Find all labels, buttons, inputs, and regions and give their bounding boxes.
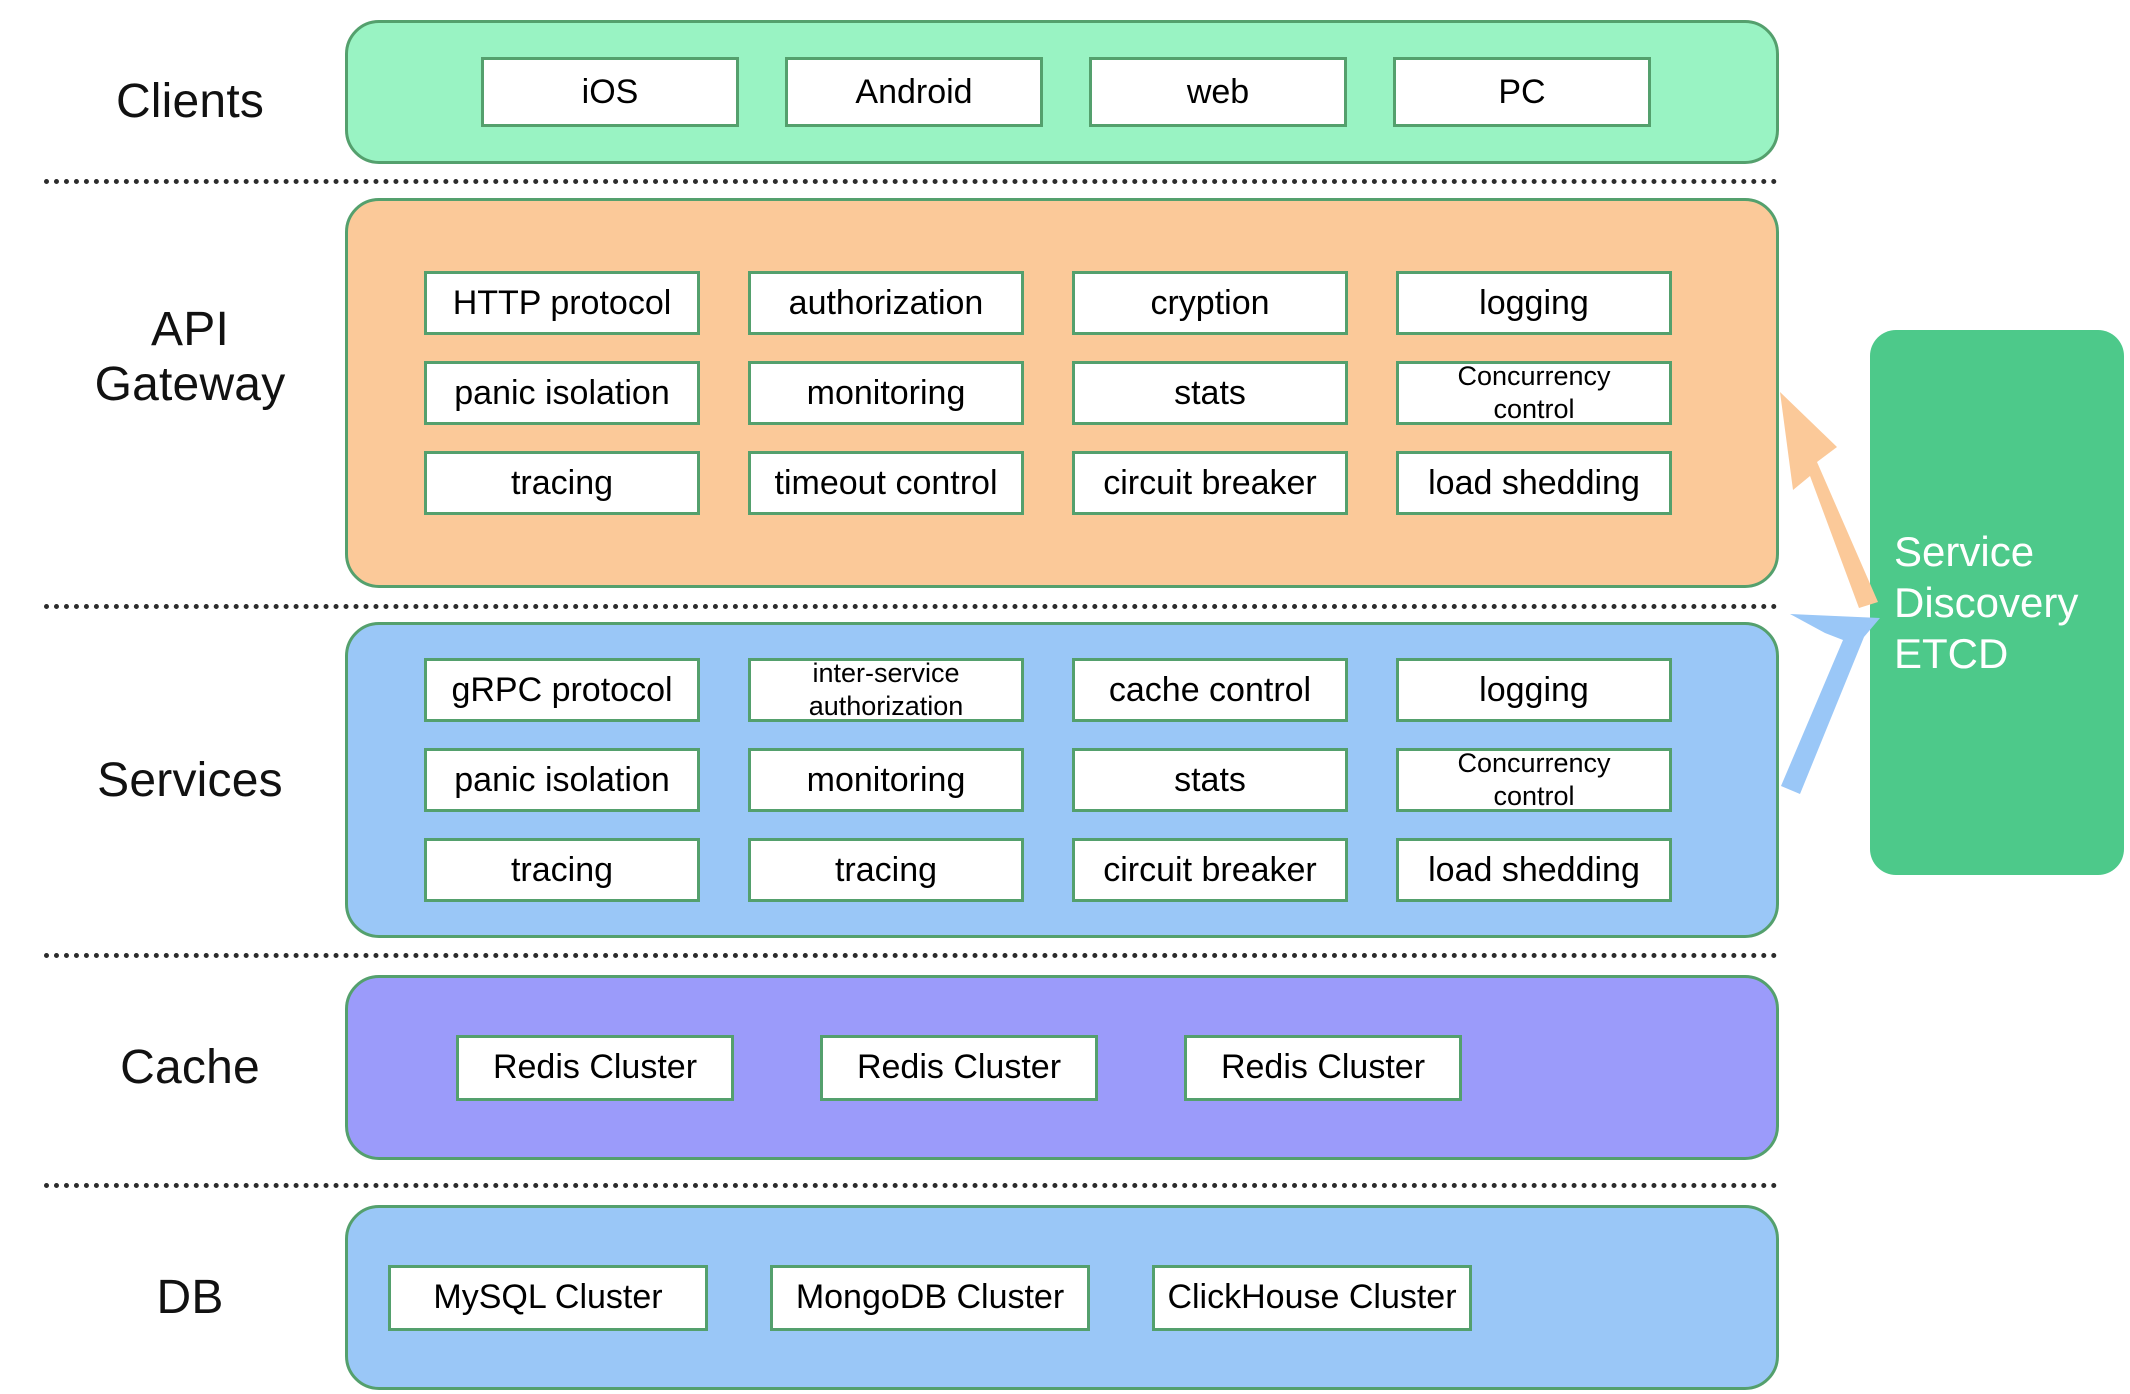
services-box-grpc-protocol[interactable]: gRPC protocol	[424, 658, 700, 722]
divider-clients-gateway	[44, 179, 1778, 184]
layer-label-services: Services	[97, 754, 283, 807]
service-discovery-line-1: Service	[1894, 527, 2035, 575]
services-box-concurrency-control[interactable]: Concurrency control	[1396, 748, 1672, 812]
cache-box-redis-cluster-1[interactable]: Redis Cluster	[456, 1034, 734, 1101]
gateway-box-stats[interactable]: stats	[1072, 361, 1348, 425]
gateway-box-tracing[interactable]: tracing	[424, 451, 700, 515]
services-box-load-shedding[interactable]: load shedding	[1396, 838, 1672, 902]
services-box-tracing-2[interactable]: tracing	[748, 838, 1024, 902]
gateway-box-panic-isolation[interactable]: panic isolation	[424, 361, 700, 425]
divider-cache-db	[44, 1183, 1778, 1188]
services-box-monitoring[interactable]: monitoring	[748, 748, 1024, 812]
clients-row-1: iOS Android web PC	[348, 57, 1776, 127]
gateway-row-1: HTTP protocol authorization cryption log…	[348, 271, 1776, 335]
services-box-panic-isolation[interactable]: panic isolation	[424, 748, 700, 812]
db-row-1: MySQL Cluster MongoDB Cluster ClickHouse…	[348, 1264, 1776, 1331]
panel-api-gateway: HTTP protocol authorization cryption log…	[345, 198, 1779, 588]
gateway-row-2: panic isolation monitoring stats Concurr…	[348, 361, 1776, 425]
layer-api-gateway: API Gateway HTTP protocol authorization …	[0, 198, 2130, 588]
gateway-box-circuit-breaker[interactable]: circuit breaker	[1072, 451, 1348, 515]
db-box-mysql-cluster[interactable]: MySQL Cluster	[388, 1264, 708, 1331]
services-row-2: panic isolation monitoring stats Concurr…	[348, 748, 1776, 812]
gateway-row-3: tracing timeout control circuit breaker …	[348, 451, 1776, 515]
services-box-inter-service-authorization[interactable]: inter-service authorization	[748, 658, 1024, 722]
layer-cache: Cache Redis Cluster Redis Cluster Redis …	[0, 975, 2130, 1160]
panel-cache: Redis Cluster Redis Cluster Redis Cluste…	[345, 975, 1779, 1160]
services-box-logging[interactable]: logging	[1396, 658, 1672, 722]
divider-services-cache	[44, 953, 1778, 958]
cache-box-redis-cluster-3[interactable]: Redis Cluster	[1184, 1034, 1462, 1101]
gateway-box-load-shedding[interactable]: load shedding	[1396, 451, 1672, 515]
client-box-web[interactable]: web	[1089, 57, 1347, 127]
gateway-box-monitoring[interactable]: monitoring	[748, 361, 1024, 425]
services-box-tracing-1[interactable]: tracing	[424, 838, 700, 902]
layer-label-clients: Clients	[115, 75, 265, 128]
layer-label-api-gateway: API Gateway	[94, 303, 286, 411]
layer-clients: Clients iOS Android web PC	[0, 20, 2130, 164]
services-box-cache-control[interactable]: cache control	[1072, 658, 1348, 722]
gateway-box-cryption[interactable]: cryption	[1072, 271, 1348, 335]
gateway-box-authorization[interactable]: authorization	[748, 271, 1024, 335]
service-discovery-etcd-box[interactable]: Service Discovery ETCD	[1870, 330, 2124, 875]
services-box-stats[interactable]: stats	[1072, 748, 1348, 812]
gateway-box-timeout-control[interactable]: timeout control	[748, 451, 1024, 515]
panel-clients: iOS Android web PC	[345, 20, 1779, 164]
db-box-clickhouse-cluster[interactable]: ClickHouse Cluster	[1152, 1264, 1472, 1331]
panel-db: MySQL Cluster MongoDB Cluster ClickHouse…	[345, 1205, 1779, 1390]
divider-gateway-services	[44, 604, 1778, 609]
gateway-box-concurrency-control[interactable]: Concurrency control	[1396, 361, 1672, 425]
layer-label-cache: Cache	[120, 1041, 260, 1094]
cache-row-1: Redis Cluster Redis Cluster Redis Cluste…	[348, 1034, 1776, 1101]
layer-label-db: DB	[156, 1271, 224, 1324]
services-row-3: tracing tracing circuit breaker load she…	[348, 838, 1776, 902]
layer-services: Services gRPC protocol inter-service aut…	[0, 622, 2130, 938]
client-box-ios[interactable]: iOS	[481, 57, 739, 127]
services-row-1: gRPC protocol inter-service authorizatio…	[348, 658, 1776, 722]
service-discovery-line-2: Discovery	[1894, 578, 2079, 626]
services-box-circuit-breaker[interactable]: circuit breaker	[1072, 838, 1348, 902]
db-box-mongodb-cluster[interactable]: MongoDB Cluster	[770, 1264, 1090, 1331]
panel-services: gRPC protocol inter-service authorizatio…	[345, 622, 1779, 938]
gateway-box-http-protocol[interactable]: HTTP protocol	[424, 271, 700, 335]
service-discovery-line-3: ETCD	[1894, 630, 2009, 678]
gateway-box-logging[interactable]: logging	[1396, 271, 1672, 335]
layer-db: DB MySQL Cluster MongoDB Cluster ClickHo…	[0, 1205, 2130, 1390]
cache-box-redis-cluster-2[interactable]: Redis Cluster	[820, 1034, 1098, 1101]
client-box-android[interactable]: Android	[785, 57, 1043, 127]
client-box-pc[interactable]: PC	[1393, 57, 1651, 127]
